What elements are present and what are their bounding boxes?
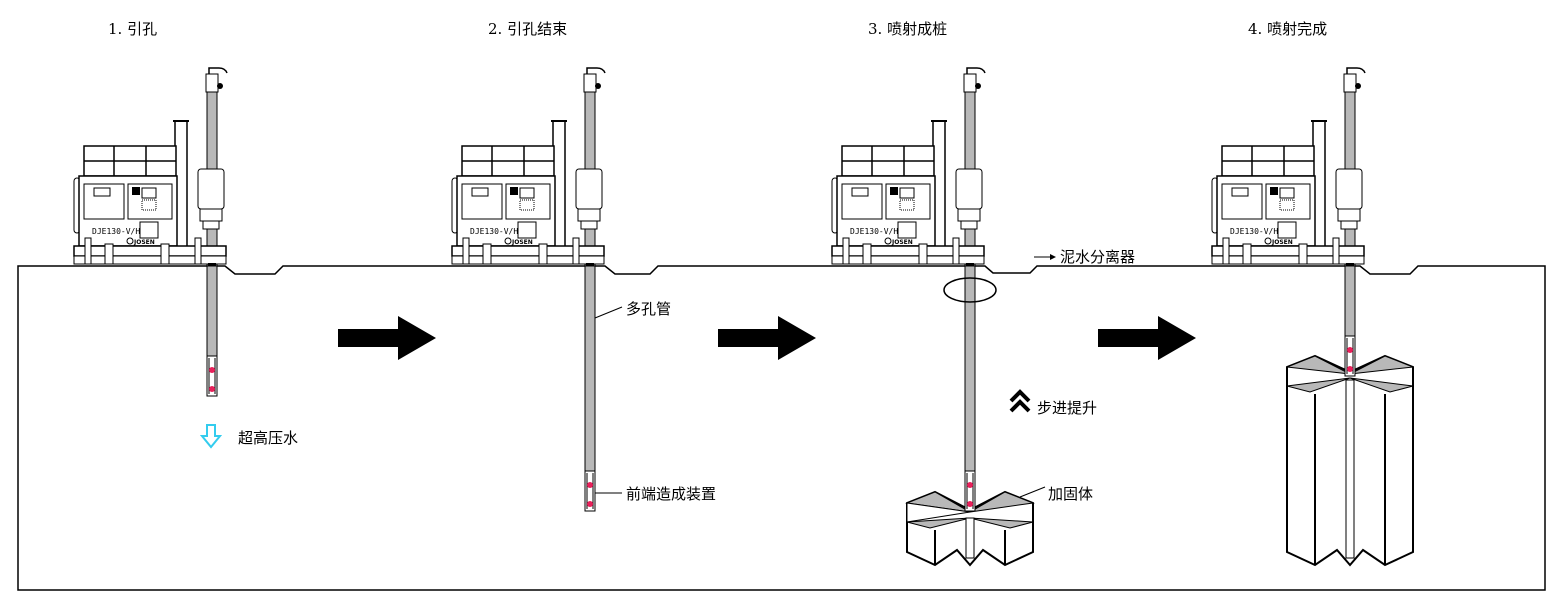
machine-brand-label: JOSEN	[133, 239, 155, 246]
jet-grouting-rig	[451, 67, 606, 267]
jet-grouting-rig	[831, 67, 986, 267]
separator-label: 泥水分离器	[1060, 248, 1135, 266]
step-3-title: 3. 喷射成桩	[868, 20, 947, 38]
step-2-title: 2. 引孔结束	[488, 20, 567, 38]
step-4-complete: DJE130-V/H JOSEN	[1211, 67, 1414, 567]
nozzle-tip	[964, 470, 976, 512]
step-1-title: 1. 引孔	[108, 20, 157, 38]
machine-brand-label: JOSEN	[1271, 239, 1293, 246]
water-down-arrow-icon	[199, 424, 223, 449]
nozzle-tip	[584, 470, 596, 512]
jet-grouting-rig	[1211, 67, 1366, 267]
machine-model-label: DJE130-V/H	[470, 227, 518, 236]
body-label: 加固体	[1048, 485, 1093, 503]
jet-grouting-rig	[73, 67, 228, 267]
rotation-ellipse	[943, 277, 997, 303]
step-3-jetting: DJE130-V/H JOSEN 步进提升 加固体 泥水分离器	[831, 67, 1135, 567]
water-label: 超高压水	[238, 429, 298, 447]
tip-label: 前端造成装置	[626, 485, 716, 503]
machine-brand-label: JOSEN	[511, 239, 533, 246]
machine-model-label: DJE130-V/H	[850, 227, 898, 236]
machine-brand-label: JOSEN	[891, 239, 913, 246]
step-up-chevron-icon	[1009, 389, 1031, 413]
step-4-title: 4. 喷射完成	[1248, 20, 1327, 38]
machine-model-label: DJE130-V/H	[92, 227, 140, 236]
pipe-label: 多孔管	[626, 300, 671, 318]
lift-label: 步进提升	[1037, 399, 1097, 417]
soilcrete-column	[1286, 354, 1414, 567]
nozzle-tip	[206, 355, 218, 397]
nozzle-tip	[1344, 335, 1356, 377]
step-2-drilling-complete: DJE130-V/H JOSEN 多孔管 前端造成装置	[451, 67, 716, 512]
step-1-drilling: DJE130-V/H JOSEN 超高压水	[73, 67, 298, 449]
machine-model-label: DJE130-V/H	[1230, 227, 1278, 236]
